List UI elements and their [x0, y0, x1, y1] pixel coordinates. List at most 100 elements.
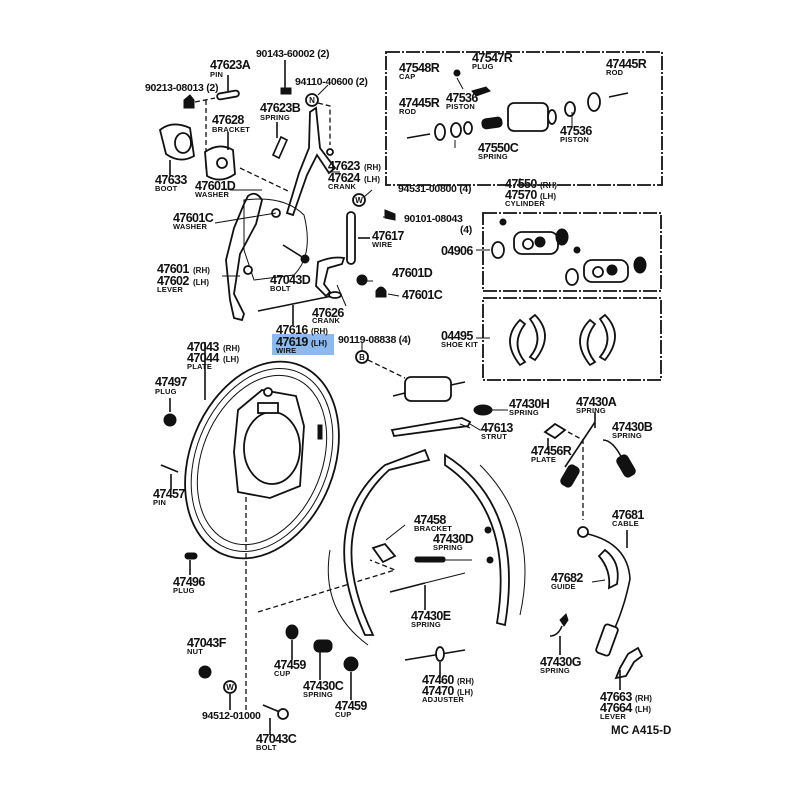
label-47536-a[interactable]: 47536 [446, 91, 479, 105]
label-47457[interactable]: 47457 [153, 487, 186, 501]
label-04906[interactable]: 04906 [441, 244, 474, 258]
label-04495[interactable]: 04495 [441, 329, 474, 343]
name-47456R: PLATE [531, 455, 556, 464]
name-47570: CYLINDER [505, 199, 545, 208]
label-47617[interactable]: 47617 [372, 229, 405, 243]
boot-47633-drawing [158, 123, 195, 176]
label-47430A[interactable]: 47430A [576, 395, 617, 409]
name-47430D: SPRING [433, 543, 463, 552]
crank-47623-drawing [285, 106, 337, 217]
label-47601C-washer[interactable]: 47601C [173, 211, 214, 225]
side-47601: (RH) [193, 266, 210, 275]
cylinder-cup-kit-box [482, 212, 662, 292]
label-47445R-b[interactable]: 47445R [606, 57, 647, 71]
label-47496[interactable]: 47496 [173, 575, 206, 589]
label-47628[interactable]: 47628 [212, 113, 245, 127]
label-47623A[interactable]: 47623A [210, 58, 251, 72]
label-47497[interactable]: 47497 [155, 375, 188, 389]
side-47619: (LH) [311, 339, 327, 348]
label-47601C[interactable]: 47601C [402, 288, 443, 302]
label-47430H[interactable]: 47430H [509, 397, 550, 411]
side-47664: (LH) [635, 705, 651, 714]
label-47043C[interactable]: 47043C [256, 732, 297, 746]
nut-94110-drawing: N [305, 84, 331, 145]
label-47430G[interactable]: 47430G [540, 655, 581, 669]
label-47681[interactable]: 47681 [612, 508, 645, 522]
label-47626[interactable]: 47626 [312, 306, 345, 320]
label-47043[interactable]: 47043 [187, 340, 220, 354]
bolt-90119-symbol: B [359, 353, 365, 362]
name-47547R: PLUG [472, 62, 494, 71]
side-47616: (RH) [311, 327, 328, 336]
spring-47430A-drawing [560, 412, 596, 488]
label-47616[interactable]: 47616 [276, 323, 309, 337]
label-47459-a[interactable]: 47459 [274, 658, 307, 672]
name-47459-a: CUP [274, 669, 290, 678]
label-90213[interactable]: 90213-08013 (2) [145, 82, 218, 94]
label-90119[interactable]: 90119-08838 (4) [338, 334, 411, 346]
label-47601D-washer[interactable]: 47601D [195, 179, 236, 193]
bolt-90101-icon [384, 209, 396, 221]
label-94531[interactable]: 94531-00800 (4) [398, 183, 471, 195]
label-47430E[interactable]: 47430E [411, 609, 451, 623]
name-47459-b: CUP [335, 710, 351, 719]
label-47623[interactable]: 47623 [328, 159, 361, 173]
label-47601D[interactable]: 47601D [392, 266, 433, 280]
label-47550C[interactable]: 47550C [478, 141, 519, 155]
label-47613[interactable]: 47613 [481, 421, 514, 435]
label-47633[interactable]: 47633 [155, 173, 188, 187]
bracket-47628-drawing [204, 132, 291, 193]
label-47430C[interactable]: 47430C [303, 679, 344, 693]
name-47445R-b: ROD [606, 68, 624, 77]
spring-47430G-drawing [549, 613, 569, 655]
washer-94531-symbol: W [355, 196, 363, 205]
label-47619[interactable]: 47619 [276, 335, 309, 349]
label-90143[interactable]: 90143-60002 (2) [256, 48, 329, 60]
label-47663[interactable]: 47663 [600, 690, 633, 704]
plug-47496-drawing [184, 552, 198, 575]
name-47470: ADJUSTER [422, 695, 464, 704]
label-47682[interactable]: 47682 [551, 571, 584, 585]
label-47460[interactable]: 47460 [422, 673, 455, 687]
label-47430D[interactable]: 47430D [433, 532, 474, 546]
nut-94110-symbol: N [309, 96, 315, 105]
label-47623B[interactable]: 47623B [260, 101, 301, 115]
label-47548R[interactable]: 47548R [399, 61, 440, 75]
label-47536-b[interactable]: 47536 [560, 124, 593, 138]
label-47043F[interactable]: 47043F [187, 636, 227, 650]
label-47043D[interactable]: 47043D [270, 273, 311, 287]
bolt-47043D-drawing [282, 244, 310, 264]
label-47601[interactable]: 47601 [157, 262, 190, 276]
label-47458[interactable]: 47458 [414, 513, 447, 527]
spring-47430E-drawing [389, 572, 466, 610]
name-47497: PLUG [155, 387, 177, 396]
name-47681: CABLE [612, 519, 639, 528]
label-94110[interactable]: 94110-40600 (2) [295, 76, 368, 88]
name-47628: BRACKET [212, 125, 250, 134]
name-47430H: SPRING [509, 408, 539, 417]
label-47570[interactable]: 47570 [505, 188, 538, 202]
label-47044[interactable]: 47044 [187, 351, 220, 365]
label-47550[interactable]: 47550 [505, 177, 538, 191]
label-47456R[interactable]: 47456R [531, 444, 572, 458]
label-47602[interactable]: 47602 [157, 274, 190, 288]
side-47470: (LH) [457, 688, 473, 697]
name-04495: SHOE KIT [441, 340, 478, 349]
label-90101[interactable]: 90101-08043 [404, 213, 463, 225]
label-47445R-a[interactable]: 47445R [399, 96, 440, 110]
label-47459-b[interactable]: 47459 [335, 699, 368, 713]
label-94512[interactable]: 94512-01000 [202, 710, 261, 722]
washer-47601C-icon [375, 286, 387, 298]
label-47547R[interactable]: 47547R [472, 51, 513, 65]
name-47682: GUIDE [551, 582, 576, 591]
name-47043F: NUT [187, 647, 203, 656]
label-47470[interactable]: 47470 [422, 684, 455, 698]
name-47430B: SPRING [612, 431, 642, 440]
label-47664[interactable]: 47664 [600, 701, 633, 715]
qty-90101: (4) [460, 224, 472, 236]
wheel-cylinder-kit-box [385, 51, 663, 186]
label-47624[interactable]: 47624 [328, 171, 361, 185]
label-47430B[interactable]: 47430B [612, 420, 653, 434]
washer-94531-icon [352, 193, 366, 207]
spring-47430H-icon [473, 404, 493, 416]
